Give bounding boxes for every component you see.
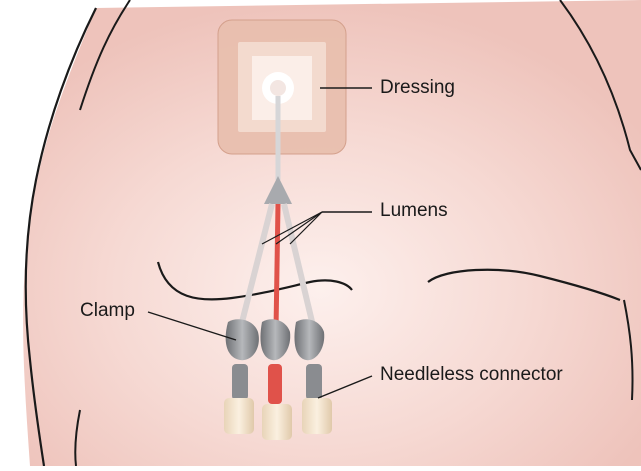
label-lumens: Lumens — [380, 200, 448, 222]
label-clamp: Clamp — [80, 300, 135, 322]
label-needleless-connector: Needleless connector — [380, 364, 563, 386]
needleless-connectors — [224, 364, 332, 440]
label-dressing: Dressing — [380, 77, 455, 99]
clamps — [226, 319, 325, 360]
lumen-center — [276, 204, 278, 330]
dressing — [218, 20, 346, 154]
